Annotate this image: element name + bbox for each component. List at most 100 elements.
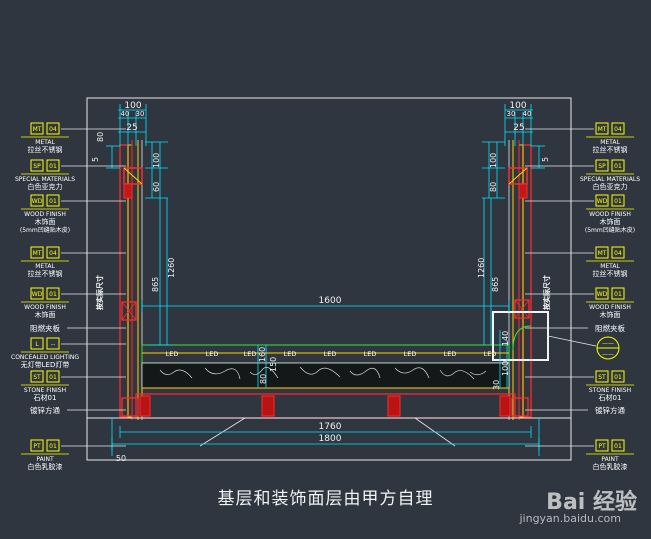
- tag-number: 01: [614, 443, 622, 450]
- tag-number: 01: [614, 374, 622, 381]
- tag-english: WOOD FINISH: [24, 304, 66, 311]
- tag-number: 01: [614, 291, 622, 298]
- tag-code: MT: [598, 250, 607, 257]
- tag-chinese: 木饰面: [600, 310, 621, 319]
- dim-top-left-100: 100: [124, 101, 141, 111]
- floor-base: [87, 344, 571, 447]
- dim-right-30: 30: [492, 380, 501, 390]
- dim-right-5: 5: [541, 157, 550, 162]
- dim-left-80: 80: [96, 132, 105, 142]
- tag-english: WOOD FINISH: [24, 211, 66, 218]
- tag-chinese: 木饰面: [600, 217, 621, 226]
- dim-top-right-100: 100: [509, 101, 526, 111]
- annotation-text: 镀锌方通: [595, 405, 625, 415]
- dim-led-150: 150: [269, 357, 278, 372]
- dim-top-right-30: 30: [507, 110, 516, 118]
- dim-1600: 1600: [319, 296, 342, 306]
- tag-number: 01: [49, 163, 57, 170]
- tag-code: PT: [33, 443, 41, 450]
- tag-english: STONE FINISH: [589, 387, 631, 394]
- tag-number: 04: [49, 250, 57, 257]
- dim-right-140: 140: [501, 331, 510, 346]
- right-wall-section: [508, 140, 532, 420]
- annotation-text: 阻燃夹板: [30, 323, 60, 333]
- tag-chinese: 白色乳胶漆: [593, 462, 628, 471]
- led-label: LED: [364, 350, 377, 358]
- tag-english: SPECIAL MATERIALS: [15, 176, 75, 183]
- drawing-caption: 基层和装饰面层由甲方自理: [217, 489, 434, 509]
- tag-english: METAL: [35, 263, 55, 270]
- tag-chinese: 白色乳胶漆: [28, 462, 63, 471]
- tag-code: WD: [32, 198, 43, 205]
- tag-chinese: 白色亚克力: [28, 182, 63, 191]
- tag-chinese: 木饰面: [35, 310, 56, 319]
- dimension-texts: 100 40 30 25 100 30 40 25 5 80 5 100 60 …: [91, 101, 551, 463]
- dim-top-right-40: 40: [523, 110, 532, 118]
- tag-english: METAL: [600, 139, 620, 146]
- watermark-url: jingyan.baidu.com: [519, 512, 621, 525]
- tag-english: PAINT: [601, 456, 619, 463]
- dim-top-left-40: 40: [121, 110, 130, 118]
- note-left-actual-size: 按实际尺寸: [95, 275, 104, 310]
- drawing-frame: [86, 97, 572, 461]
- tag-english: SPECIAL MATERIALS: [580, 176, 640, 183]
- tag-code: MT: [33, 250, 42, 257]
- annotation-label: 镀锌方通: [525, 405, 625, 415]
- dim-top-right-25: 25: [513, 123, 524, 133]
- tag-number: 01: [614, 163, 622, 170]
- dim-left-100: 100: [152, 153, 161, 168]
- tag-english: WOOD FINISH: [589, 211, 631, 218]
- tag-number: 04: [614, 250, 622, 257]
- tag-number: 04: [49, 126, 57, 133]
- tag-code: ST: [33, 374, 41, 381]
- tag-number: 04: [614, 126, 622, 133]
- led-label: LED: [404, 350, 417, 358]
- annotation-text: 阻燃夹板: [595, 323, 625, 333]
- detail-callout-symbol: —— ——: [596, 336, 620, 360]
- led-label: LED: [324, 350, 337, 358]
- tag-number: 01: [49, 443, 57, 450]
- led-label: LED: [484, 350, 497, 358]
- led-label: LED: [284, 350, 297, 358]
- callout-bottom: ——: [602, 351, 614, 358]
- detail-curve: [512, 325, 532, 351]
- dim-right-100: 100: [489, 153, 498, 168]
- left-wall-section: [119, 140, 143, 420]
- tag-chinese: 拉丝不锈钢: [28, 145, 63, 154]
- led-label: LED: [206, 350, 219, 358]
- dim-right-80: 80: [489, 182, 498, 192]
- dim-left-1260: 1260: [167, 258, 176, 278]
- dim-led-160: 160: [258, 347, 267, 362]
- tag-chinese: 拉丝不锈钢: [593, 145, 628, 154]
- dim-right-865: 865: [491, 277, 500, 292]
- annotation-text: 镀锌方通: [30, 405, 60, 415]
- dim-left-5: 5: [91, 157, 100, 162]
- tag-chinese: 木饰面: [35, 217, 56, 226]
- dim-right-1260: 1260: [477, 258, 486, 278]
- watermark-brand: Bai 经验: [546, 490, 637, 515]
- tag-english: CONCEALED LIGHTING: [11, 354, 79, 361]
- tag-chinese: 白色亚克力: [593, 182, 628, 191]
- led-label: LED: [444, 350, 457, 358]
- tag-code: PT: [598, 443, 606, 450]
- tag-chinese: 石材01: [599, 393, 622, 402]
- tag-extra: (5mm凹缝贴木皮): [20, 226, 70, 234]
- tag-extra: (5mm凹缝贴木皮): [585, 226, 635, 234]
- tag-code: WD: [597, 291, 608, 298]
- led-label: LED: [244, 350, 257, 358]
- dim-1800: 1800: [319, 434, 342, 444]
- dim-50: 50: [116, 454, 126, 463]
